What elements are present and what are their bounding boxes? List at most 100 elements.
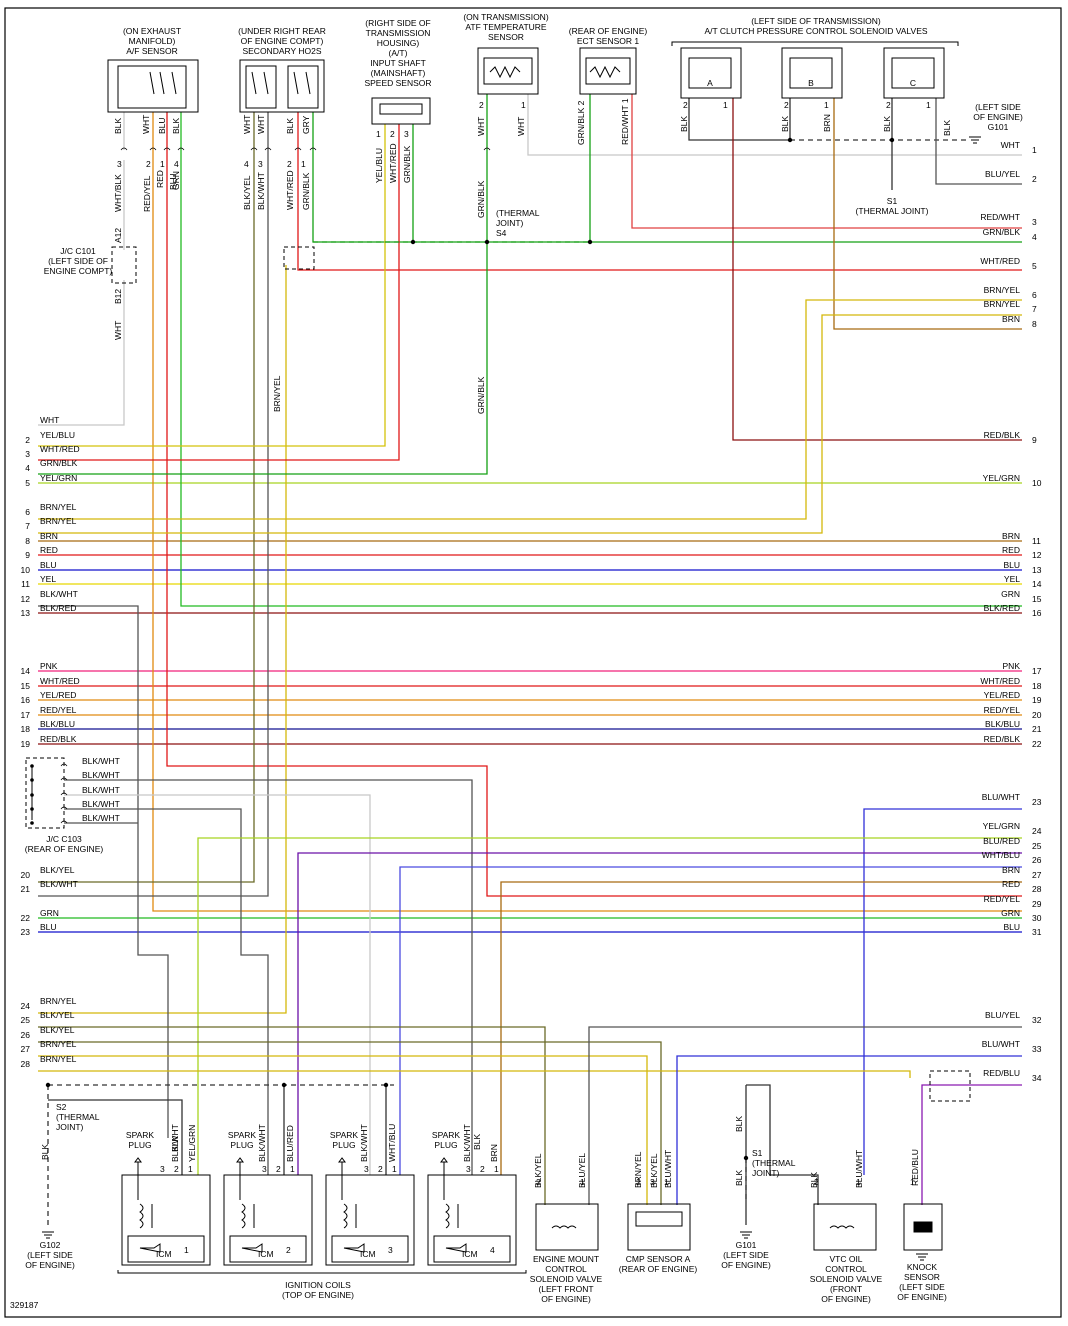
icm-diode xyxy=(139,1243,161,1253)
wire-label: WHT xyxy=(516,117,526,136)
left-pin-number: 2 xyxy=(25,435,30,445)
clutch-valve-coil xyxy=(688,57,732,89)
pin-mark xyxy=(294,147,302,151)
cmp-pin: 2 xyxy=(636,1177,641,1187)
clutch-valve-label: C xyxy=(910,78,916,88)
pin-mark xyxy=(177,147,185,151)
ect-box xyxy=(579,47,637,95)
ho2s-caption: (UNDER RIGHT REAR xyxy=(238,26,326,36)
coil-winding xyxy=(139,1203,153,1229)
right-pin-number: 9 xyxy=(1032,435,1037,445)
knock-caption: SENSOR xyxy=(904,1272,940,1282)
component-layer xyxy=(25,41,981,1274)
spark-plug-label: PLUG xyxy=(434,1140,457,1150)
wire-label: BLK/WHT xyxy=(359,1124,369,1162)
engine-mount-coil xyxy=(551,1225,577,1229)
left-wire-label: BRN xyxy=(40,531,58,541)
wire-label: BLK/YEL xyxy=(533,1153,543,1188)
wire-label: BLK xyxy=(40,1144,50,1160)
wire xyxy=(38,314,1022,534)
right-pin-number: 3 xyxy=(1032,217,1037,227)
g102-ground xyxy=(42,1231,54,1239)
left-wire-label: BRN/YEL xyxy=(40,516,77,526)
left-pin-number: 14 xyxy=(21,666,31,676)
coil-pin: 2 xyxy=(276,1164,281,1174)
coil-pin: 3 xyxy=(160,1164,165,1174)
right-wire-label: BLU/YEL xyxy=(985,169,1020,179)
input-shaft-wire: WHT/RED xyxy=(388,143,398,183)
ect-caption: (REAR OF ENGINE) xyxy=(569,26,648,36)
wire-label: BLK xyxy=(942,120,952,136)
knock-connector xyxy=(929,1070,971,1102)
left-pin-number: 9 xyxy=(25,550,30,560)
wire xyxy=(312,160,1022,243)
wire-label: BLK xyxy=(170,1136,180,1152)
vtc-pin: 1 xyxy=(856,1177,861,1187)
right-pin-number: 18 xyxy=(1032,681,1042,691)
jc-c103-node xyxy=(30,793,34,797)
right-wire-label: BLK/BLU xyxy=(985,719,1020,729)
left-pin-number: 22 xyxy=(21,913,31,923)
vtc-caption: VTC OIL xyxy=(829,1254,862,1264)
af-sensor-element xyxy=(117,65,187,109)
pin-mark xyxy=(309,147,317,151)
vtc-caption: SOLENOID VALVE xyxy=(810,1274,883,1284)
ignition-coil-box xyxy=(427,1174,517,1266)
g101-top-caption: (LEFT SIDE xyxy=(975,102,1021,112)
wire-layer xyxy=(38,94,1022,1225)
wire xyxy=(863,808,1022,1175)
input-shaft-pin: 1 xyxy=(376,129,381,139)
s2-caption: S2 xyxy=(56,1102,67,1112)
wire-label: BLK xyxy=(472,1134,482,1150)
jc-c101-caption: J/C C101 xyxy=(60,246,96,256)
right-pin-number: 7 xyxy=(1032,304,1037,314)
cmp-caption: CMP SENSOR A xyxy=(626,1254,691,1264)
knock-caption: KNOCK xyxy=(907,1262,938,1272)
input-shaft-pin: 3 xyxy=(404,129,409,139)
right-pin-number: 13 xyxy=(1032,565,1042,575)
wire-label: BLK xyxy=(882,116,892,132)
left-pin-number: 7 xyxy=(25,521,30,531)
g101-bottom-caption: (LEFT SIDE xyxy=(723,1250,769,1260)
splice-dot xyxy=(743,1155,749,1161)
input-shaft-pin: 2 xyxy=(390,129,395,139)
wire xyxy=(64,779,473,1175)
ho2s-wire-label: WHT xyxy=(242,115,252,134)
wire xyxy=(588,1026,1022,1205)
s1-top-caption: (THERMAL JOINT) xyxy=(856,206,929,216)
af-sensor-caption: (ON EXHAUST xyxy=(123,26,181,36)
left-wire-label: BLK/YEL xyxy=(40,1010,75,1020)
clutch-valve-pin: 2 xyxy=(784,100,789,110)
right-pin-number: 32 xyxy=(1032,1015,1042,1025)
wire-label: BLU/YEL xyxy=(577,1153,587,1188)
wire-label: BLK/WHT xyxy=(256,172,266,210)
ho2s-wire-label: WHT xyxy=(256,115,266,134)
diagram-frame xyxy=(4,7,1062,1318)
af-wire-label: BLU xyxy=(157,117,167,134)
coil-pin: 3 xyxy=(364,1164,369,1174)
spark-plug-label: SPARK xyxy=(330,1130,359,1140)
left-wire-label: BRN/YEL xyxy=(40,502,77,512)
clutch-valves-caption: (LEFT SIDE OF TRANSMISSION) xyxy=(751,16,881,26)
g102-caption: OF ENGINE) xyxy=(25,1260,75,1270)
splice-dot xyxy=(410,239,416,245)
left-wire-label: BLK/YEL xyxy=(40,1025,75,1035)
icm-label: ICM xyxy=(360,1249,376,1259)
jc-c103-caption: J/C C103 xyxy=(46,834,82,844)
left-wire-label: BLU xyxy=(40,560,57,570)
wire-label: BLK/WHT xyxy=(462,1124,472,1162)
input-shaft-caption: (RIGHT SIDE OF xyxy=(365,18,431,28)
input-shaft-caption: INPUT SHAFT xyxy=(370,58,426,68)
pin-mark xyxy=(60,806,68,810)
wire-label: BLK/WHT xyxy=(170,1124,180,1162)
right-pin-number: 23 xyxy=(1032,797,1042,807)
wire-label: BLK/YEL xyxy=(649,1153,659,1188)
left-wire-label: YEL/GRN xyxy=(40,473,77,483)
left-pin-number: 3 xyxy=(25,449,30,459)
g101-bottom-ground xyxy=(740,1231,752,1239)
left-pin-number: 4 xyxy=(25,463,30,473)
clutch-valve-box xyxy=(883,47,945,99)
engine-mount-caption: CONTROL xyxy=(545,1264,587,1274)
clutch-valve-pin: 2 xyxy=(886,100,891,110)
clutch-valve-box xyxy=(680,47,742,99)
